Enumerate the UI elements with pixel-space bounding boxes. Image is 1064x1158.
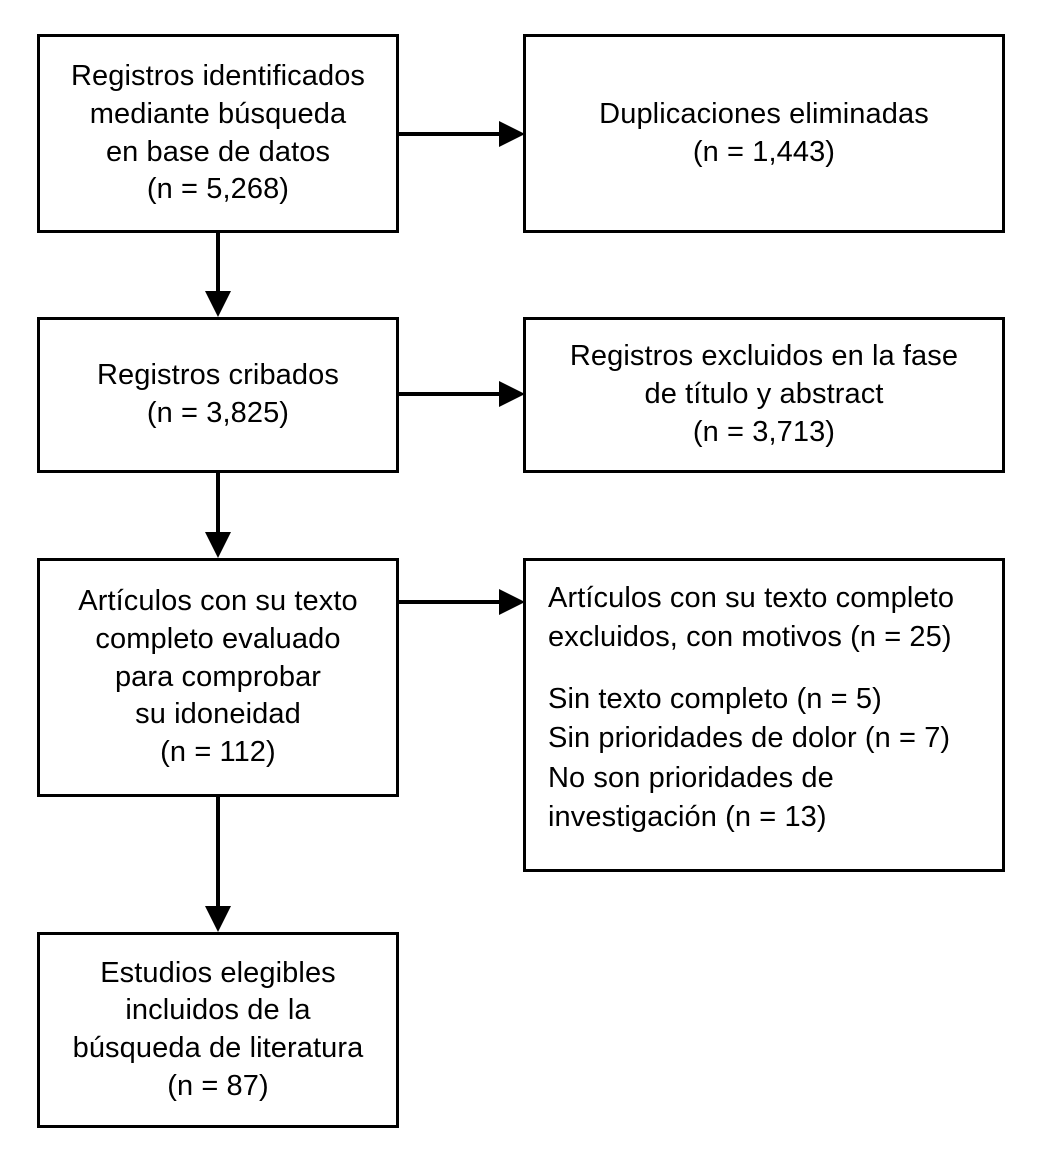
node-line: completo evaluado xyxy=(95,622,341,655)
node-line: Duplicaciones eliminadas xyxy=(599,97,929,130)
node-records-excluded-title-abstract: Registros excluidos en la fase de título… xyxy=(523,317,1005,473)
node-line: Artículos con su texto completo xyxy=(548,582,955,614)
node-count: (n = 5,268) xyxy=(146,173,290,206)
node-count: (n = 3,713) xyxy=(692,415,836,448)
node-reason-line: Sin prioridades de dolor (n = 7) xyxy=(548,722,951,755)
node-reason-line: Sin texto completo (n = 5) xyxy=(548,682,882,715)
node-line: Estudios elegibles xyxy=(100,956,336,989)
arrow-fulltext-to-excluded xyxy=(399,588,525,616)
arrow-identified-to-duplicates xyxy=(399,120,525,148)
arrow-shaft xyxy=(399,132,509,136)
node-duplicates-removed: Duplicaciones eliminadas (n = 1,443) xyxy=(523,34,1005,233)
node-line-spacer xyxy=(548,658,988,680)
arrow-identified-to-screened xyxy=(204,233,232,317)
arrow-shaft xyxy=(216,797,220,910)
node-reason-line: No son prioridades de xyxy=(548,761,834,794)
arrow-screened-to-excluded xyxy=(399,380,525,408)
arrow-shaft xyxy=(399,392,509,396)
arrow-shaft xyxy=(399,600,509,604)
node-line: incluidos de la xyxy=(125,994,311,1027)
node-records-identified: Registros identificados mediante búsqued… xyxy=(37,34,399,233)
node-count: excluidos, con motivos (n = 25) xyxy=(548,621,952,654)
node-line: su idoneidad xyxy=(135,698,301,731)
node-line: Artículos con su texto xyxy=(78,585,358,618)
node-line: para comprobar xyxy=(114,660,322,693)
arrow-head-down-icon xyxy=(205,532,231,558)
arrow-head-right-icon xyxy=(499,121,525,147)
node-line: búsqueda de literatura xyxy=(72,1032,364,1064)
node-studies-included: Estudios elegibles incluidos de la búsqu… xyxy=(37,932,399,1128)
arrow-fulltext-to-included xyxy=(204,797,232,932)
node-count: (n = 87) xyxy=(167,1069,269,1102)
node-count: (n = 3,825) xyxy=(146,397,290,429)
node-count: (n = 1,443) xyxy=(692,135,836,168)
node-line: Registros excluidos en la fase xyxy=(569,340,959,373)
arrow-head-down-icon xyxy=(205,906,231,932)
arrow-head-right-icon xyxy=(499,381,525,407)
node-line: mediante búsqueda xyxy=(89,97,347,130)
node-line: en base de datos xyxy=(105,135,331,168)
arrow-shaft xyxy=(216,233,220,295)
node-fulltext-excluded-reasons: Artículos con su texto completo excluido… xyxy=(523,558,1005,872)
arrow-screened-to-fulltext xyxy=(204,473,232,558)
arrow-shaft xyxy=(216,473,220,536)
node-line: de título y abstract xyxy=(644,378,884,411)
node-line: Registros identificados xyxy=(70,60,366,93)
node-records-screened: Registros cribados (n = 3,825) xyxy=(37,317,399,473)
node-reason-line: investigación (n = 13) xyxy=(548,801,827,834)
node-fulltext-assessed: Artículos con su texto completo evaluado… xyxy=(37,558,399,797)
node-line: Registros cribados xyxy=(97,359,339,392)
arrow-head-down-icon xyxy=(205,291,231,317)
arrow-head-right-icon xyxy=(499,589,525,615)
node-count: (n = 112) xyxy=(160,736,276,769)
